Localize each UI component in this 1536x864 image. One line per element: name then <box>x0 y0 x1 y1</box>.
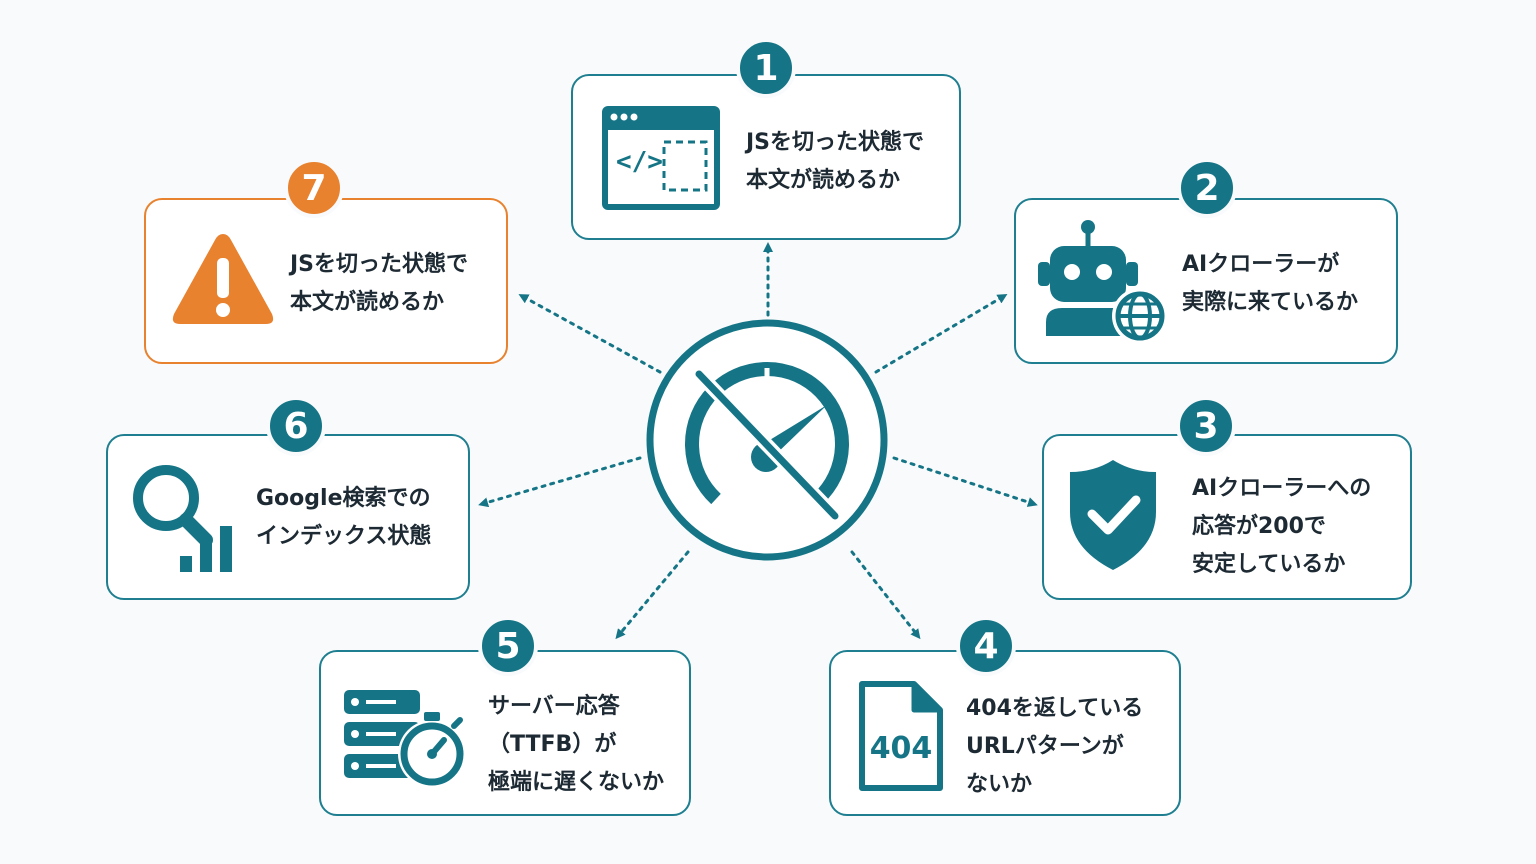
card-1-line-2: 本文が読めるか <box>746 168 901 193</box>
browser-code-icon: </> <box>602 106 720 210</box>
card-7-text: JSを切った状態で 本文が読めるか <box>290 246 468 322</box>
card-4-line-1: 404を返している <box>966 696 1144 721</box>
card-5-line-1: サーバー応答 <box>488 694 620 719</box>
svg-text:</>: </> <box>616 147 663 177</box>
badge-6: 6 <box>266 396 326 456</box>
card-5-line-3: 極端に遅くないか <box>488 770 665 795</box>
file-404-icon: 404 <box>859 681 943 791</box>
arrow-to-card-5 <box>615 550 690 640</box>
arrow-to-card-7 <box>518 294 662 374</box>
badge-7: 7 <box>284 158 344 218</box>
card-5-text: サーバー応答 （TTFB）が 極端に遅くないか <box>488 688 664 802</box>
card-2-text: AIクローラーが 実際に来ているか <box>1182 246 1358 322</box>
card-4-line-2: URLパターンが <box>966 734 1124 759</box>
warning-icon <box>172 234 274 324</box>
robot-globe-icon <box>1038 220 1168 344</box>
card-6-line-1: Google検索での <box>256 486 431 511</box>
shield-check-icon <box>1070 460 1156 570</box>
card-1-text: JSを切った状態で 本文が読めるか <box>746 124 924 200</box>
arrow-to-card-4 <box>850 550 921 640</box>
card-3-line-2: 応答が200で <box>1192 514 1326 539</box>
server-stopwatch-icon <box>344 690 466 788</box>
card-2-line-1: AIクローラーが <box>1182 252 1340 277</box>
search-bars-icon <box>133 465 232 572</box>
arrow-to-card-2 <box>874 293 1008 374</box>
badge-5: 5 <box>478 616 538 676</box>
card-3-text: AIクローラーへの 応答が200で 安定しているか <box>1192 470 1371 584</box>
file-404-label: 404 <box>870 731 933 766</box>
arrow-to-card-6 <box>478 456 642 508</box>
card-7-line-2: 本文が読めるか <box>290 290 445 315</box>
card-4-line-3: ないか <box>966 772 1033 797</box>
card-1-line-1: JSを切った状態で <box>746 130 925 155</box>
arrow-to-card-3 <box>892 456 1038 507</box>
card-3-line-1: AIクローラーへの <box>1192 476 1372 501</box>
card-2-line-2: 実際に来ているか <box>1182 290 1359 315</box>
card-6-text: Google検索での インデックス状態 <box>256 480 431 556</box>
badge-3: 3 <box>1176 396 1236 456</box>
badge-4: 4 <box>956 616 1016 676</box>
card-5-line-2: （TTFB）が <box>488 732 617 757</box>
card-6-line-2: インデックス状態 <box>256 524 432 549</box>
card-3-line-3: 安定しているか <box>1192 552 1346 577</box>
card-7-line-1: JSを切った状態で <box>290 252 469 277</box>
badge-1: 1 <box>736 38 796 98</box>
card-4-text: 404を返している URLパターンが ないか <box>966 690 1143 804</box>
badge-2: 2 <box>1177 158 1237 218</box>
